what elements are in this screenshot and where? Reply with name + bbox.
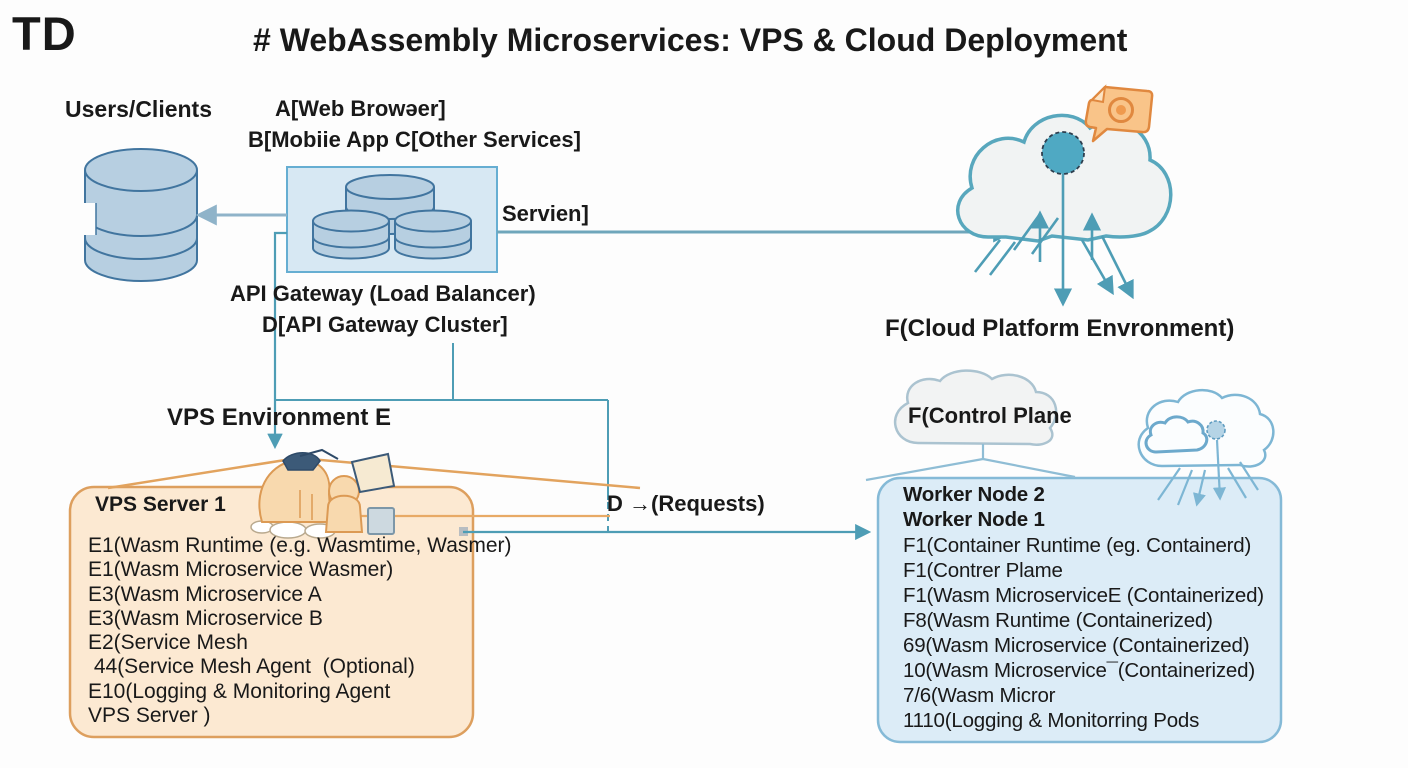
orange-tag-icon (1084, 84, 1154, 143)
cloud-gear-icon (1137, 389, 1275, 507)
vps-line: VPS Server ) (88, 704, 211, 728)
cloud-with-arrows-icon (956, 113, 1173, 307)
label-requests: D →(Requests) (607, 491, 765, 516)
worker-line: 10(Wasm Microservice¯(Containerized) (903, 658, 1255, 682)
label-servien: Servien] (502, 201, 589, 226)
worker-line: F1(Wasm MicroserviceE (Containerized) (903, 583, 1264, 607)
vps-line: E10(Logging & Monitoring Agent (88, 679, 391, 703)
label-cloud-platform-environment: F(Cloud Platform Envronment) (885, 315, 1235, 342)
vps-box-lines: E1(Wasm Runtime (e.g. Wasmtime, Wasmer) … (88, 534, 512, 728)
vps-line: E3(Wasm Microservice B (88, 606, 323, 630)
worker-line: F1(Container Runtime (eg. Containerd) (903, 533, 1252, 557)
worker-header: Worker Node 1 (903, 508, 1045, 532)
worker-line: 7/6(Wasm Micror (903, 683, 1056, 707)
vps-line: E3(Wasm Microservice A (88, 582, 322, 606)
label-api-gateway-cluster: D[API Gateway Cluster] (262, 312, 508, 337)
vps-box-title: VPS Server 1 (95, 493, 226, 516)
label-control-plane: F(Control Plane (908, 403, 1072, 428)
worker-line: F1(Contrer Plame (903, 558, 1063, 582)
diagram-title: # WebAssembly Microservices: VPS & Cloud… (253, 22, 1128, 58)
label-vps-environment: VPS Environment E (167, 404, 392, 431)
server-cluster-icon (312, 174, 472, 260)
vps-line: 44(Service Mesh Agent (Optional) (88, 655, 415, 679)
label-web-browser: A[Web Browəer] (275, 96, 446, 121)
vps-line: E1(Wasm Microservice Wasmer) (88, 558, 394, 582)
worker-line: 69(Wasm Microservice (Containerized) (903, 633, 1250, 657)
crouching-figures-icon (250, 448, 396, 539)
worker-line: F8(Wasm Runtime (Containerized) (903, 608, 1213, 632)
label-api-gateway: API Gateway (Load Balancer) (230, 281, 536, 306)
vps-line: E2(Service Mesh (88, 631, 248, 655)
worker-header: Worker Node 2 (903, 483, 1045, 506)
control-plane-cloud-icon (865, 369, 1076, 482)
worker-node-box (876, 476, 1283, 744)
label-users-clients: Users/Clients (65, 96, 213, 122)
label-mobile-app-other-services: B[Mobiie App C[Other Services] (248, 127, 581, 152)
database-cylinder-icon (83, 148, 198, 282)
header-logo: TD (12, 7, 77, 60)
worker-box-text: Worker Node 2 Worker Node 1 F1(Container… (903, 482, 1264, 733)
vps-line: E1(Wasm Runtime (e.g. Wasmtime, Wasmer) (88, 534, 512, 557)
worker-line: 1110(Logging & Monitorring Pods (903, 708, 1200, 732)
